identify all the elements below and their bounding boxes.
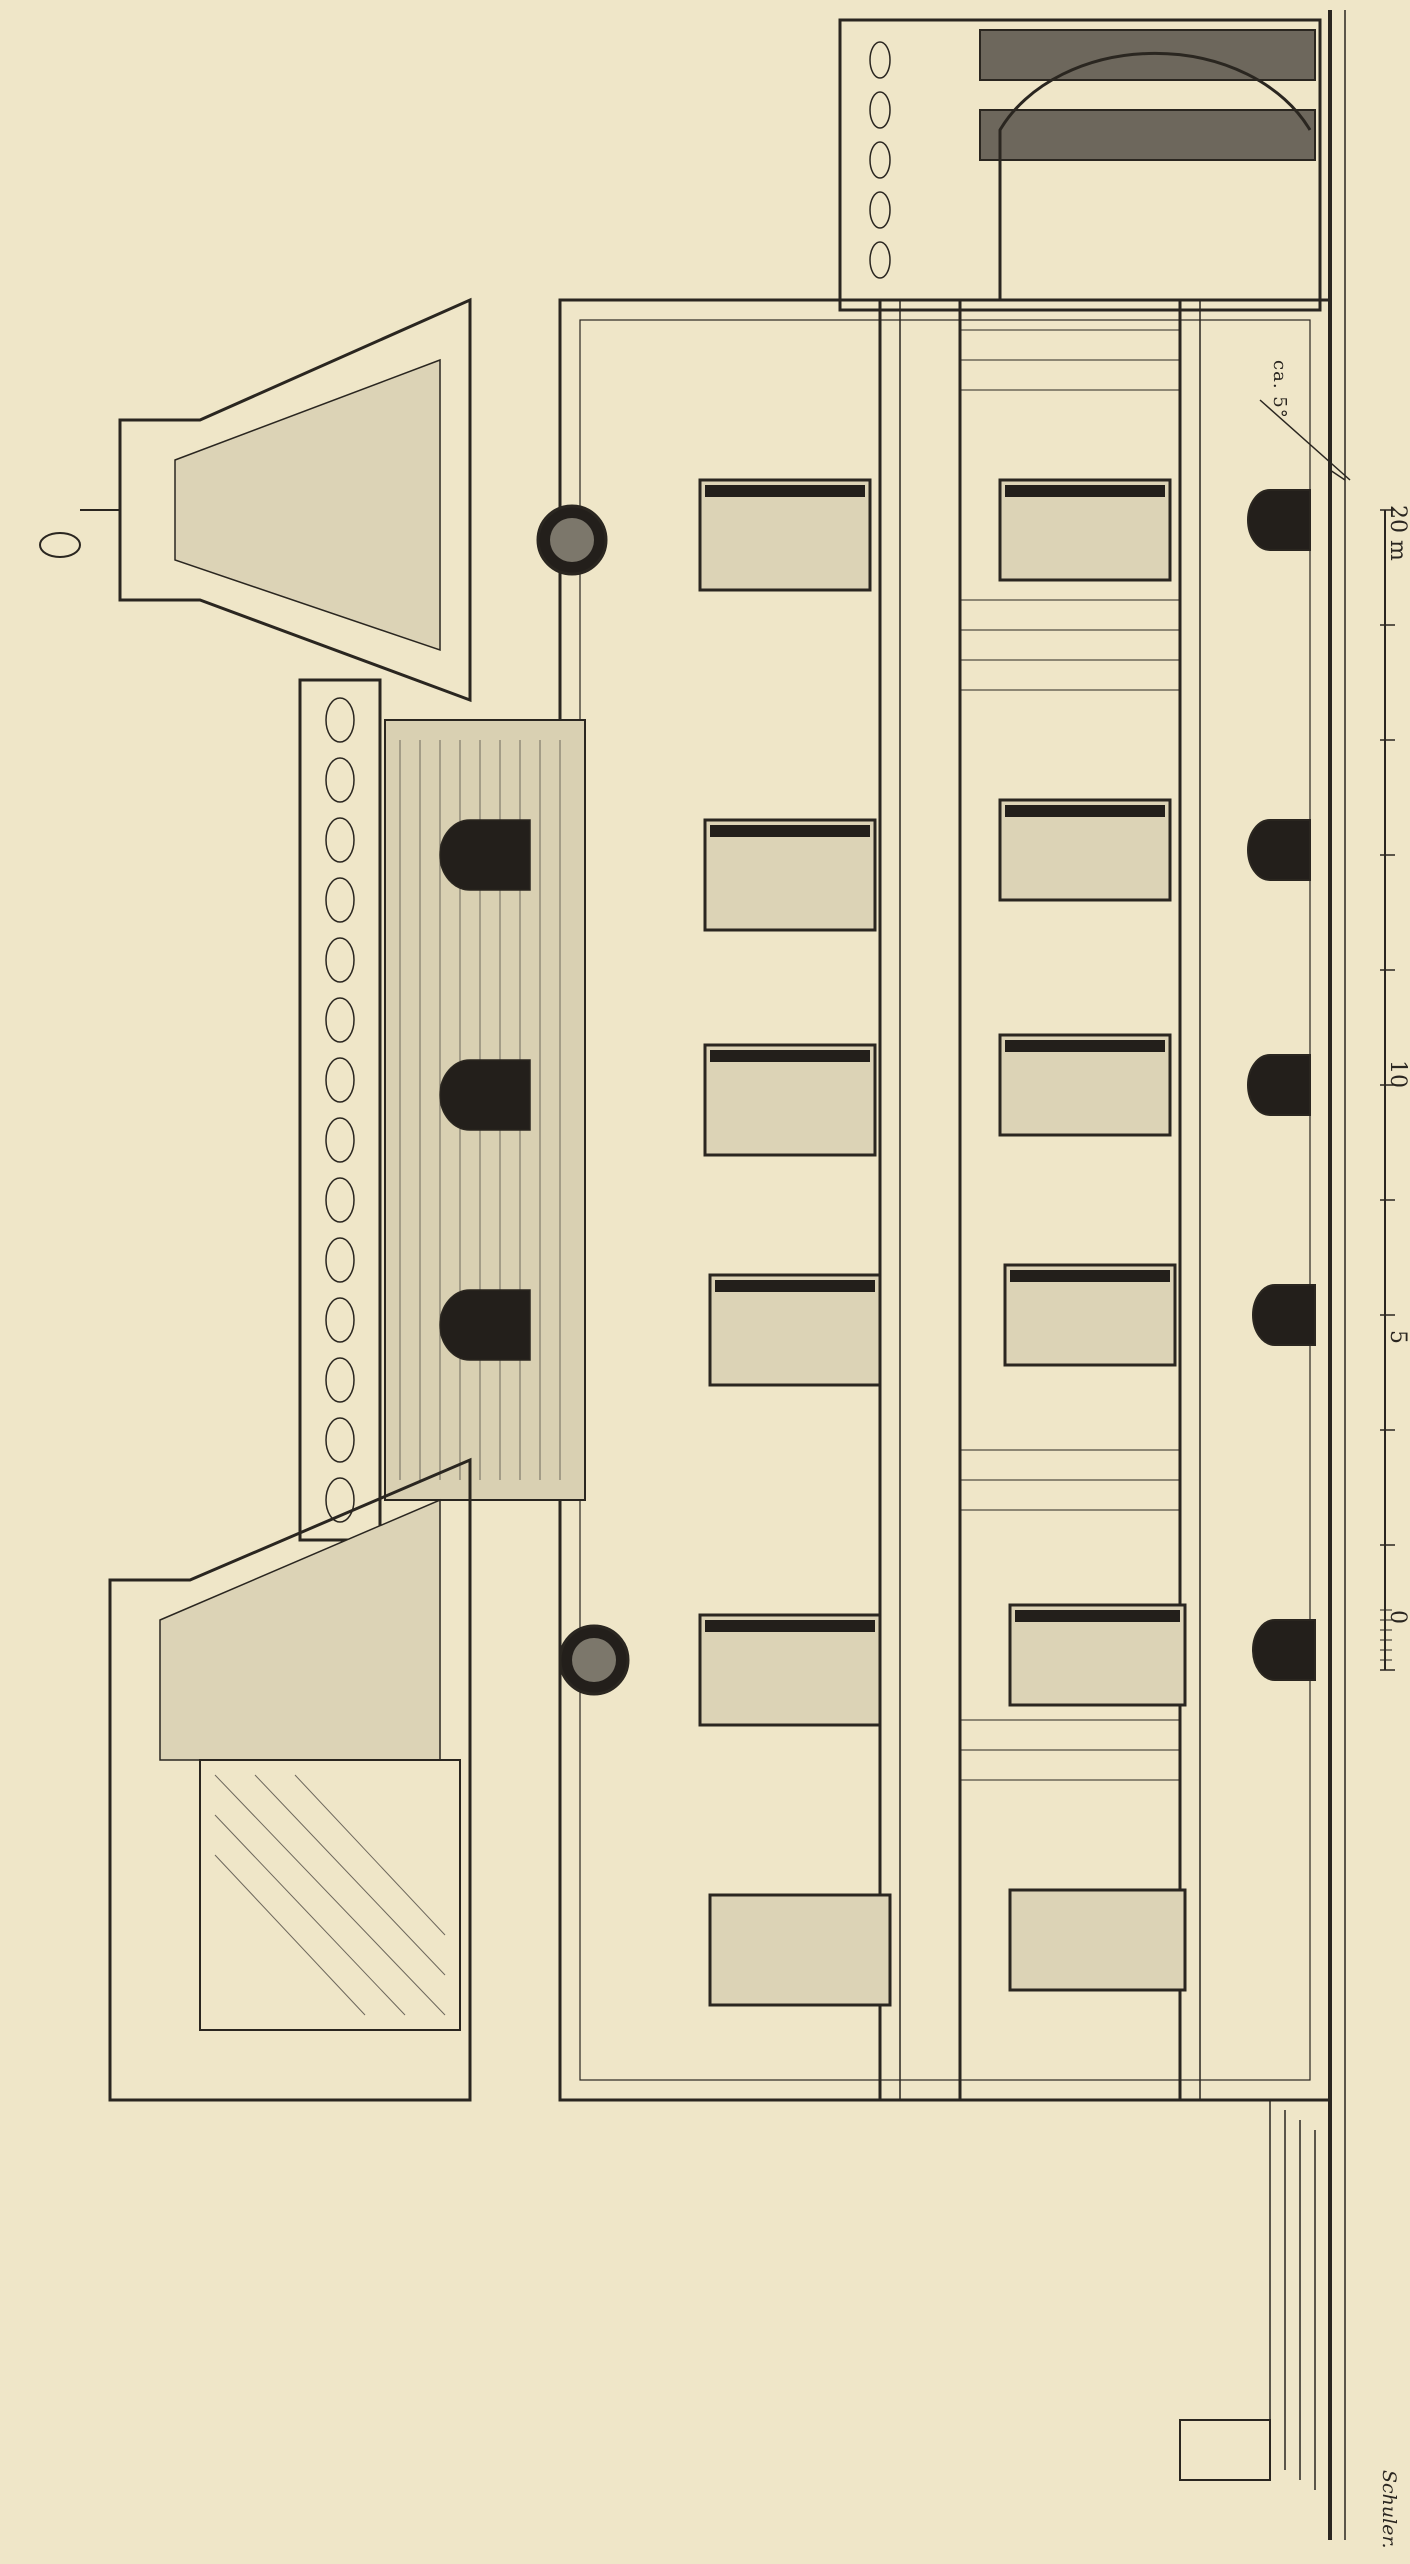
scale-label-5: 5 [1385,1330,1410,1344]
scale-label-10: 10 [1385,1060,1410,1088]
artist-signature: Schuler. [1378,2470,1400,2549]
right-pavilion [39,297,608,703]
ground-line [1328,10,1346,2540]
attic-roof [298,678,586,1542]
scale-label-0: 0 [1385,1610,1410,1624]
side-arcade [838,18,1322,312]
upper-storey-windows [698,478,892,2007]
direction-marker [1259,399,1351,481]
scale-bar [1380,509,1395,1671]
ground-storey-windows [998,478,1187,1992]
basement-openings [1247,489,1316,1681]
main-facade [558,298,1332,2102]
scale-label-20m: 20 m [1385,505,1410,561]
left-pavilion [108,1457,630,2102]
direction-note: ca. 5° [1269,360,1290,419]
entrance-stair [1179,2100,1316,2490]
